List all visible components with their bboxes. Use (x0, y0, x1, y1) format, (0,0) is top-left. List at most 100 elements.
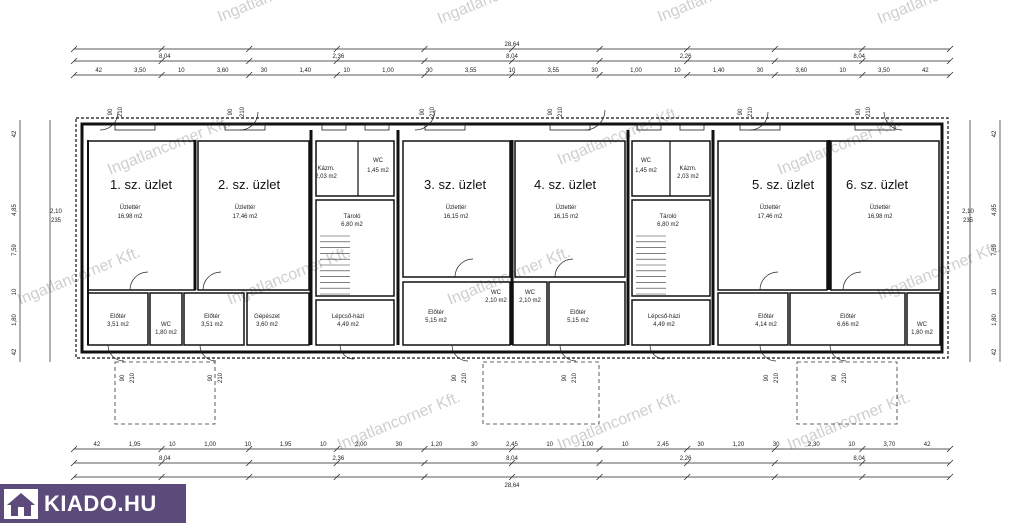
dim-opening: 90 (562, 374, 568, 381)
room-area: 5,15 m2 (567, 318, 589, 324)
dim-bottom-detail: 2,45 (506, 442, 518, 448)
dimension-tick (158, 45, 165, 53)
watermark-text: Ingatlancorner Kft. (15, 244, 143, 309)
dim-top-mid: 8,04 (853, 54, 865, 60)
room-name: WC (161, 322, 172, 328)
dim-bottom-detail: 10 (622, 442, 629, 448)
dim-opening: 210 (462, 372, 468, 383)
room-name: Üzlettér (120, 204, 141, 211)
dim-right-height: 235 (963, 218, 974, 224)
dim-top-detail: 3,50 (134, 68, 146, 74)
porches (114, 361, 898, 425)
dim-bottom-detail: 10 (546, 442, 553, 448)
dim-bottom-detail: 2,30 (808, 442, 820, 448)
dim-opening: 90 (548, 108, 554, 115)
dimension-tick (508, 71, 516, 79)
dimension-tick (245, 473, 253, 481)
dim-bottom-mid: 8,04 (853, 456, 865, 462)
dim-top-detail: 30 (426, 68, 433, 74)
room-area: 2,10 m2 (485, 298, 507, 304)
dim-top-detail: 3,50 (878, 68, 890, 74)
dim-right-side: 4,85 (992, 204, 998, 216)
dimension-tick (421, 459, 428, 467)
dimension-tick (771, 57, 779, 65)
dim-bottom-detail: 2,00 (355, 442, 367, 448)
dimension-tick (946, 445, 954, 453)
dimension-tick (70, 45, 78, 53)
room-area: 5,15 m2 (425, 318, 447, 324)
dim-bottom-detail: 1,00 (204, 442, 216, 448)
windows (114, 123, 896, 131)
dim-opening: 90 (208, 374, 214, 381)
dim-bottom-detail: 3,70 (884, 442, 896, 448)
dimension-lines (19, 45, 1001, 481)
dim-top-mid: 8,04 (159, 54, 171, 60)
dimension-tick (70, 57, 78, 65)
room-area: 6,66 m2 (837, 322, 859, 328)
dimension-tick (683, 445, 691, 453)
dim-bottom-detail: 10 (244, 442, 251, 448)
room-area: 6,80 m2 (341, 222, 363, 228)
dim-right-height: 2,10 (962, 209, 974, 215)
house-icon (4, 488, 38, 519)
dimension-tick (245, 57, 253, 65)
dimension-tick (859, 445, 866, 453)
room-area: 3,51 m2 (201, 322, 223, 328)
dimension-tick (859, 45, 866, 53)
room-name: Előtér (204, 314, 220, 320)
dimension-tick (158, 71, 165, 79)
brand-logo[interactable]: KIADO.HU (0, 484, 186, 523)
dimension-tick (596, 445, 603, 453)
room-area: 4,49 m2 (337, 322, 359, 328)
dimension-tick (859, 459, 866, 467)
dimension-tick (70, 445, 78, 453)
watermark-text: Ingatlancorner Kft. (215, 0, 343, 26)
dim-bottom-detail: 30 (697, 442, 704, 448)
dimension-tick (596, 71, 603, 79)
room-area: 2,03 m2 (315, 174, 337, 180)
dim-bottom-detail: 2,45 (657, 442, 669, 448)
dim-top-detail: 3,55 (465, 68, 477, 74)
dimension-tick (683, 57, 691, 65)
dim-total-top: 28,64 (504, 42, 520, 48)
room-name: Lépcső-házi (332, 314, 364, 320)
dim-bottom-detail: 10 (848, 442, 855, 448)
room-name: Előtér (570, 310, 586, 316)
dimension-tick (245, 445, 253, 453)
dimension-tick (683, 473, 691, 481)
dimension-tick (771, 459, 779, 467)
unit-title: 2. sz. üzlet (218, 177, 281, 192)
dimension-tick (683, 459, 691, 467)
dim-bottom-detail: 10 (169, 442, 176, 448)
room-name: Tároló (343, 214, 361, 220)
unit-title: 1. sz. üzlet (110, 177, 173, 192)
dim-bottom-detail: 1,95 (129, 442, 141, 448)
room-area: 16,98 m2 (867, 214, 893, 220)
room-name: Üzlettér (446, 204, 467, 211)
dim-bottom-detail: 1,00 (582, 442, 594, 448)
dimension-tick (946, 459, 954, 467)
dim-right-side: 42 (992, 348, 998, 355)
dim-opening: 90 (420, 108, 426, 115)
brand-name: KIADO.HU (44, 490, 157, 516)
dim-left-height: 235 (51, 218, 62, 224)
room-area: 6,80 m2 (657, 222, 679, 228)
room-area: 2,10 m2 (519, 298, 541, 304)
room-name: Lépcső-házi (648, 314, 680, 320)
dim-opening: 90 (764, 374, 770, 381)
dimension-tick (245, 459, 253, 467)
dimension-tick (596, 459, 603, 467)
dim-opening: 210 (118, 106, 124, 117)
dimension-tick (421, 45, 428, 53)
room-area: 16,15 m2 (553, 214, 579, 220)
dimension-tick (333, 473, 341, 481)
dim-total-bottom: 28,64 (504, 483, 520, 489)
watermark-text: Ingatlancorner Kft. (555, 104, 683, 169)
dim-top-detail: 3,55 (547, 68, 559, 74)
dimension-tick (683, 45, 691, 53)
dimension-tick (596, 57, 603, 65)
dim-opening: 210 (572, 372, 578, 383)
room-area: 1,45 m2 (367, 168, 389, 174)
dim-left-side: 10 (12, 288, 18, 295)
